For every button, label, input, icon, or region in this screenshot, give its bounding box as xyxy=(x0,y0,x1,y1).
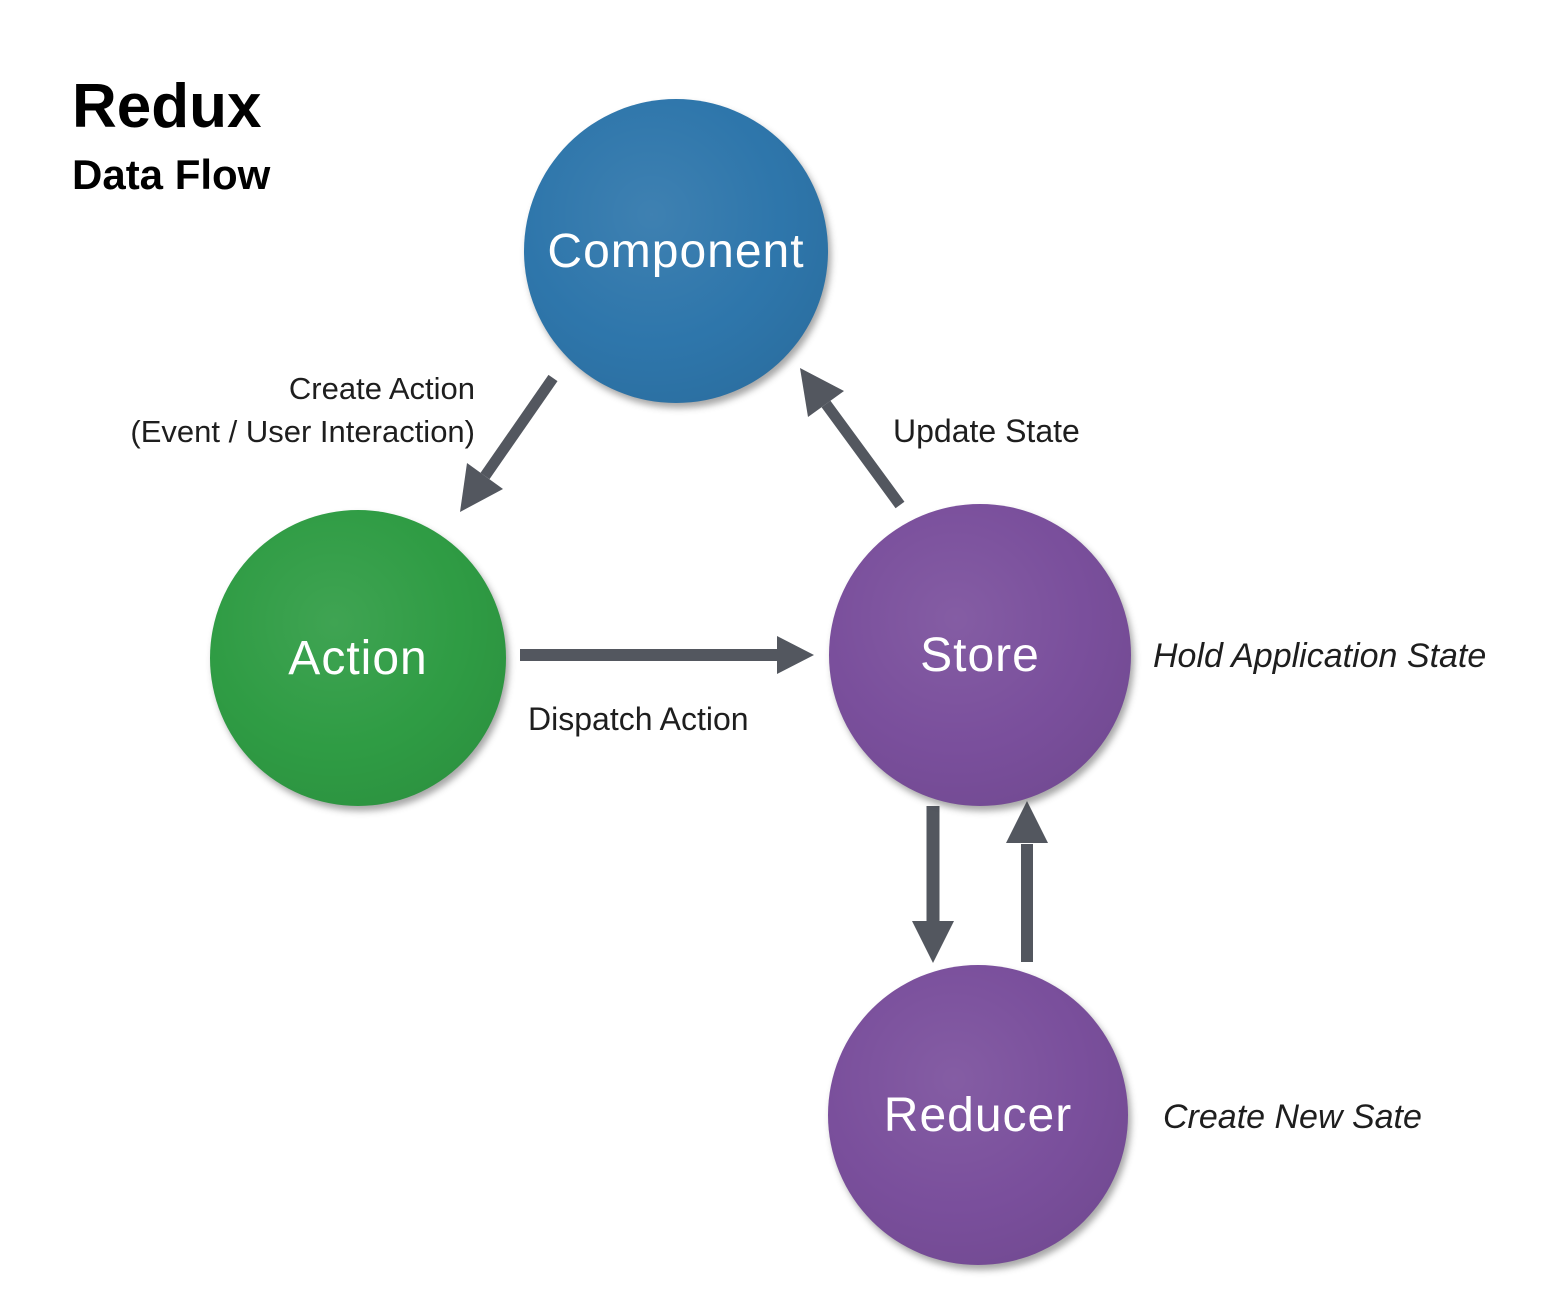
arrow-shaft xyxy=(821,400,905,509)
annotation-hold-application-state: Hold Application State xyxy=(1153,637,1487,675)
node-component-label: Component xyxy=(547,224,805,278)
node-component: Component xyxy=(524,99,828,403)
arrow-reducer-to-store xyxy=(1006,801,1048,962)
arrow-head xyxy=(912,921,954,963)
node-store-label: Store xyxy=(920,628,1040,682)
node-action: Action xyxy=(210,510,506,806)
node-store: Store xyxy=(829,504,1131,806)
edge-label-dispatch-action: Dispatch Action xyxy=(528,701,749,737)
page-subtitle: Data Flow xyxy=(72,151,271,198)
edge-label-update-state: Update State xyxy=(893,413,1080,449)
edge-label-create-action: Create Action (Event / User Interaction) xyxy=(55,367,475,453)
arrow-component-to-action xyxy=(460,374,558,512)
arrow-shaft xyxy=(480,374,558,480)
edge-label-create-action-line1: Create Action xyxy=(288,371,475,406)
annotation-create-new-sate: Create New Sate xyxy=(1163,1098,1422,1136)
node-action-label: Action xyxy=(288,631,428,685)
arrow-head xyxy=(777,636,814,674)
arrow-head xyxy=(1006,801,1048,843)
node-reducer-label: Reducer xyxy=(883,1088,1073,1142)
page-title: Redux xyxy=(72,72,262,141)
arrow-head xyxy=(800,368,844,417)
arrow-store-to-component xyxy=(800,368,905,509)
edge-label-create-action-line2: (Event / User Interaction) xyxy=(130,414,475,449)
arrow-action-to-store xyxy=(520,636,814,674)
node-reducer: Reducer xyxy=(828,965,1128,1265)
arrow-head xyxy=(460,463,503,512)
arrow-store-to-reducer xyxy=(912,806,954,963)
